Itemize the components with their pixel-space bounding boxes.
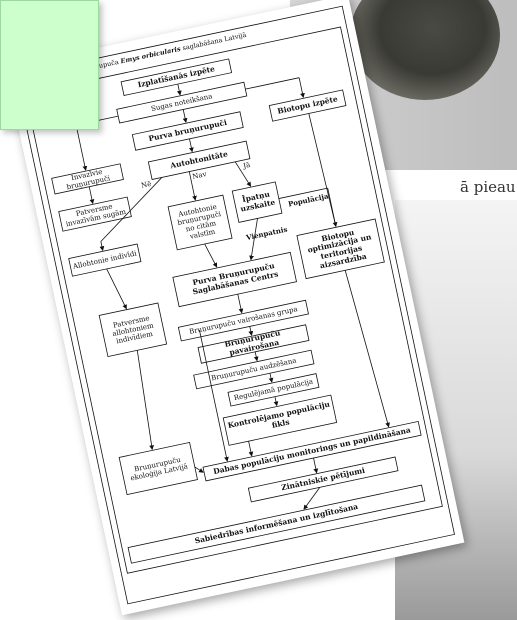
box-ekologija <box>118 441 198 496</box>
box-autohtonitate <box>147 140 251 180</box>
box-biotopu-izpete <box>268 89 347 122</box>
green-note-overlay <box>0 0 99 130</box>
box-varosanas-grupa <box>177 299 309 342</box>
outer-frame <box>15 5 455 605</box>
box-audzesana <box>193 349 315 390</box>
turtle-photo-shape <box>350 0 500 100</box>
flowchart-lines <box>15 5 455 605</box>
box-sabiedribas <box>127 484 426 564</box>
box-purva-brunurupuci <box>131 111 244 151</box>
box-kontrolejamo <box>222 394 338 446</box>
box-patversme-invaziviem <box>58 196 132 232</box>
box-zinatniskie <box>247 456 399 503</box>
edge-label-ja: Jā <box>242 160 251 171</box>
background-caption-fragment: ā pieau <box>460 178 516 196</box>
box-ipatnu-uzskaite <box>231 181 283 223</box>
inner-frame <box>25 26 443 574</box>
box-izplatibas-izpete <box>120 58 233 96</box>
flowchart-page: ugas purva bruņurupuča Emys orbicularis … <box>5 0 465 616</box>
